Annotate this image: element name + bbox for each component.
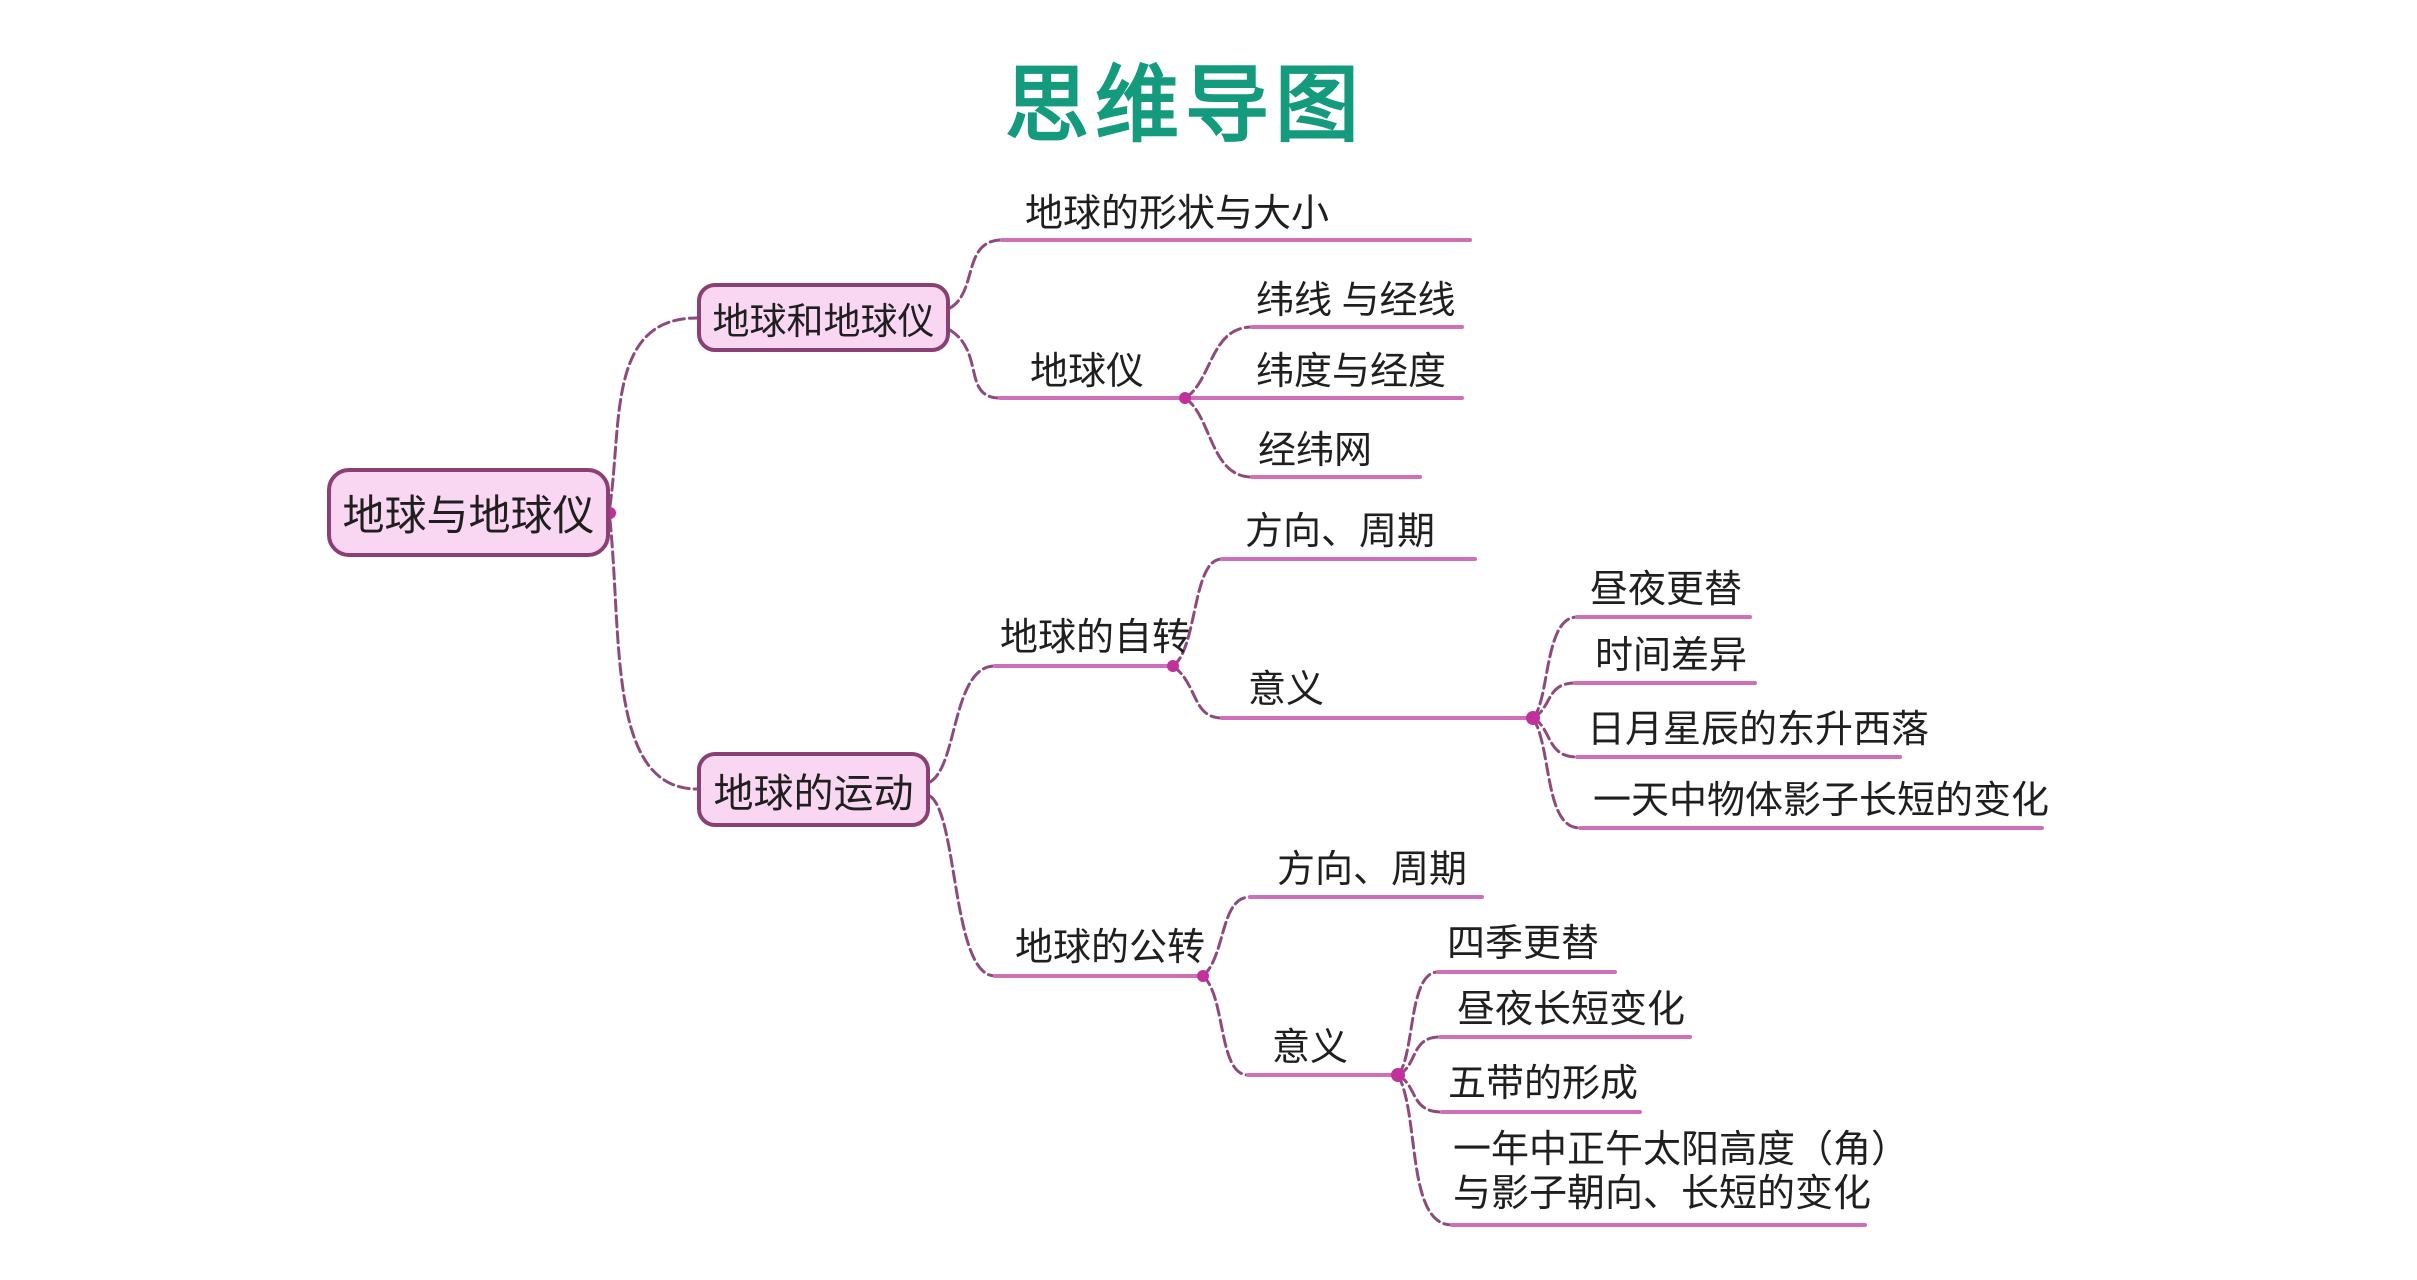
page-title: 思维导图 [1005,58,1366,152]
node-branch1-label: 地球和地球仪 [712,301,935,343]
leaf-grid-net: 经纬网 [1258,430,1373,472]
junction-rotation [1167,660,1179,672]
junction-meaning2 [1391,1068,1405,1082]
edge-branch1-to-globe [948,328,1002,400]
edge-revolution-to-meaning [1201,974,1250,1077]
junction-globe [1179,392,1191,404]
edge-globe-to-latlines [1183,325,1254,400]
edge-meaning1-to-timediff [1531,681,1577,720]
edge-meaning2-to-daynightlen [1396,1035,1442,1077]
edge-globe-to-gridnet [1183,396,1254,479]
edge-meaning1-to-daynight [1531,615,1579,720]
leaf-globe: 地球仪 [1030,351,1145,393]
edge-meaning1-to-shadowday [1531,716,1582,830]
leaf-day-night-alternation: 昼夜更替 [1590,569,1743,611]
leaf-stars-rise-set: 日月星辰的东升西落 [1587,709,1930,751]
leaf-earth-revolution: 地球的公转 [1015,927,1206,969]
edge-root-to-branch2 [608,518,699,791]
label-underlines [993,238,2044,1227]
node-branch-earth-motion: 地球的运动 [697,752,930,827]
edge-revolution-to-direction [1201,895,1252,978]
edge-meaning2-to-yearnoon [1396,1073,1454,1227]
edge-branch2-to-revolution [928,794,997,978]
node-branch2-label: 地球的运动 [713,770,914,816]
leaf-rotation-direction-period: 方向、周期 [1245,511,1436,553]
edge-branch2-to-rotation [928,664,997,784]
leaf-day-night-length-change: 昼夜长短变化 [1457,989,1686,1031]
leaf-four-seasons: 四季更替 [1447,923,1600,965]
leaf-noon-sun-height-line1: 一年中正午太阳高度（角） [1453,1129,1910,1171]
leaf-revolution-direction-period: 方向、周期 [1277,849,1468,891]
edge-rotation-to-direction [1171,557,1224,668]
leaf-noon-sun-height-line2: 与影子朝向、长短的变化 [1453,1173,1872,1216]
edge-meaning2-to-seasons [1396,970,1440,1077]
node-branch-earth-globe: 地球和地球仪 [697,283,950,352]
leaf-noon-sun-height-shadow: 一年中正午太阳高度（角） 与影子朝向、长短的变化 [1453,1128,1909,1216]
junction-meaning1 [1526,711,1540,725]
edge-root-to-branch1 [608,316,699,508]
edge-rotation-to-meaning [1171,664,1224,720]
leaf-five-zones: 五带的形成 [1448,1063,1639,1105]
junction-dots [604,392,1540,1082]
edge-branch1-to-shape [948,238,1004,310]
leaf-time-difference: 时间差异 [1595,635,1748,677]
leaf-revolution-meaning: 意义 [1272,1027,1349,1069]
leaf-rotation-meaning: 意义 [1248,669,1325,711]
leaf-earth-shape-size: 地球的形状与大小 [1025,193,1330,235]
junction-revolution [1197,970,1209,982]
node-root-label: 地球与地球仪 [342,494,595,540]
leaf-latitude-longitude-lines: 纬线 与经线 [1256,280,1456,322]
node-root-earth-and-globe: 地球与地球仪 [327,468,610,557]
leaf-shadow-length-day: 一天中物体影子长短的变化 [1593,780,2050,822]
leaf-latitude-longitude-degrees: 纬度与经度 [1256,351,1447,393]
leaf-earth-rotation: 地球的自转 [1000,617,1191,659]
